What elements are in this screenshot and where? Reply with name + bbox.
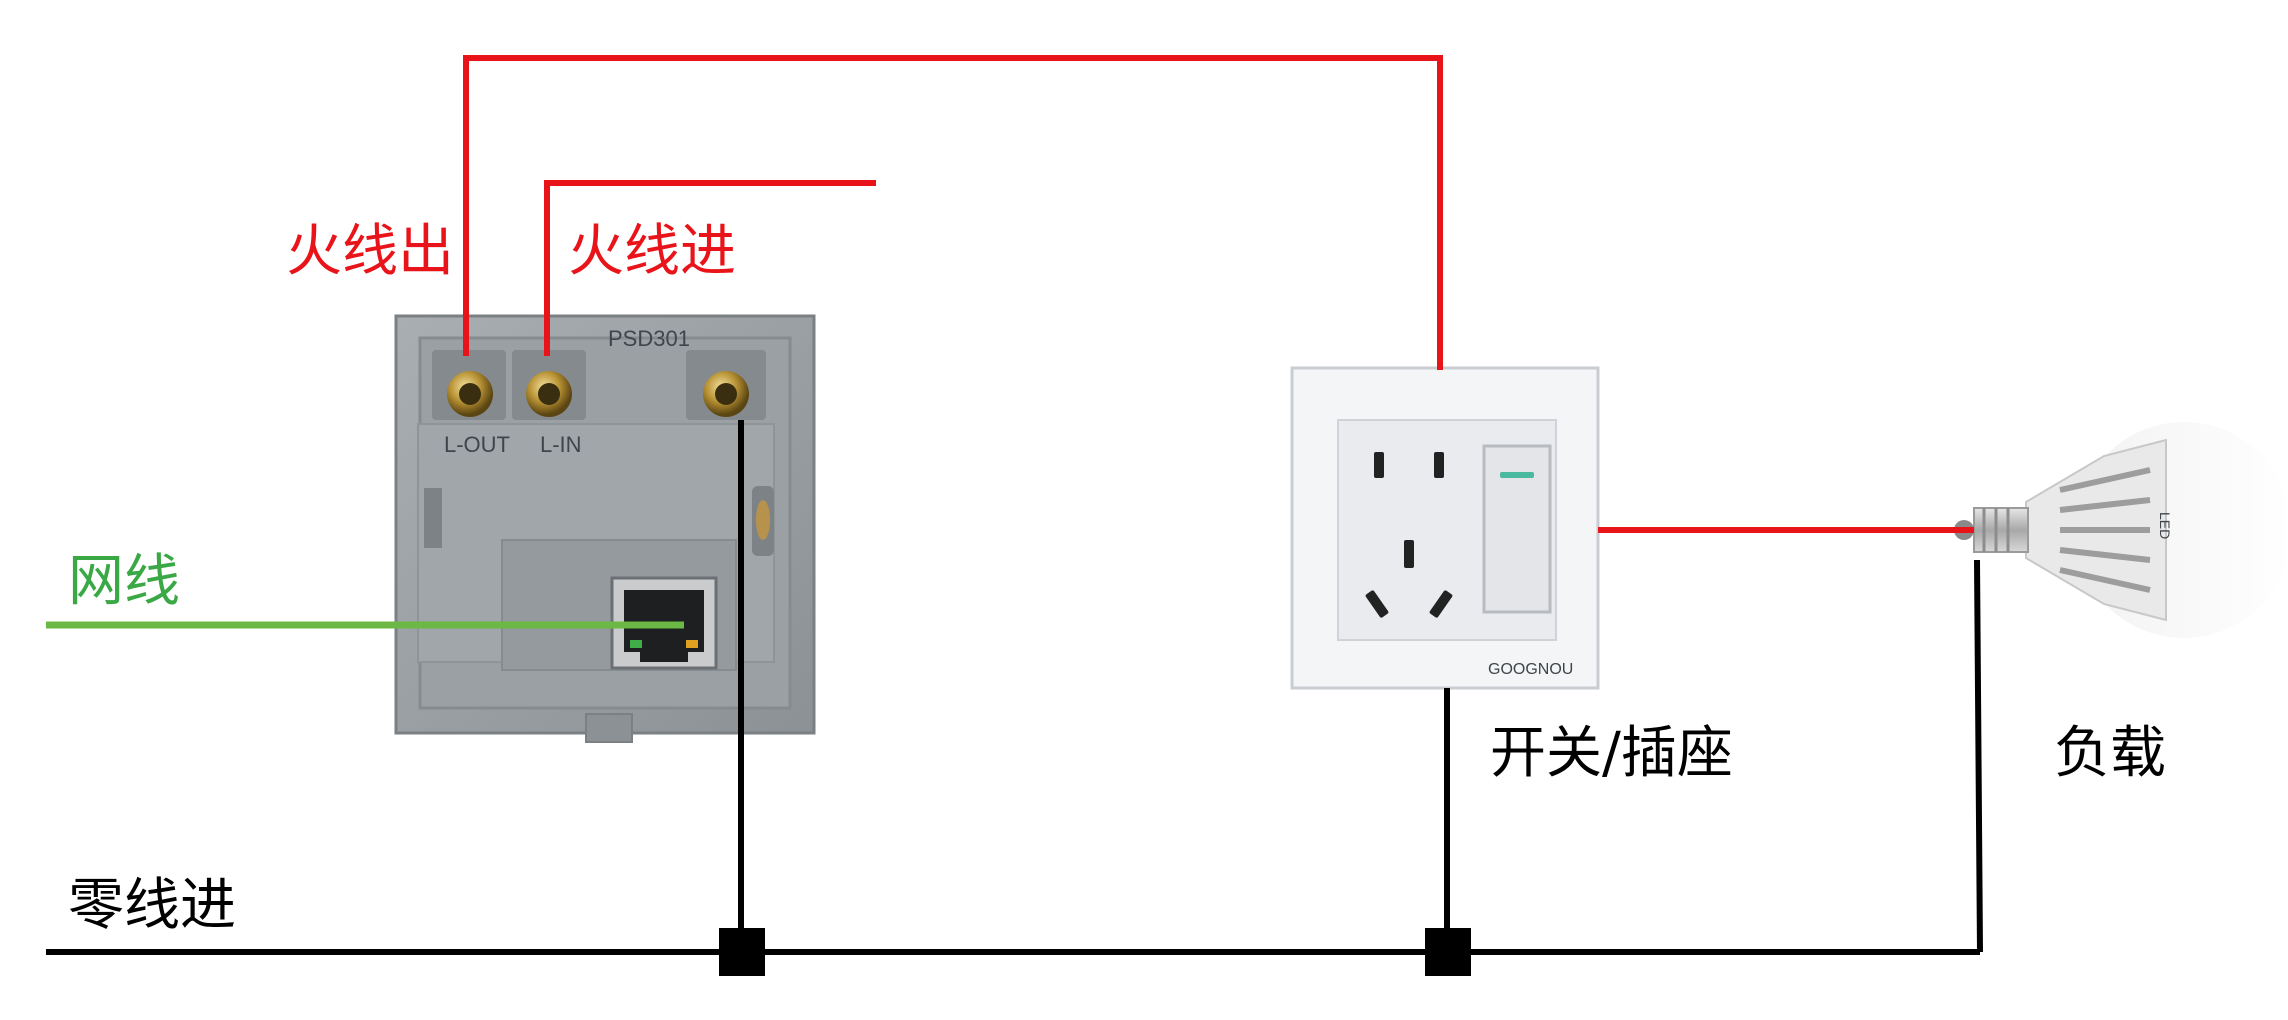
neutral-load-wire	[1974, 559, 1983, 953]
status-led	[756, 500, 770, 540]
terminal-screw-out	[447, 371, 493, 417]
label-live-in: 火线进	[568, 219, 736, 284]
terminal-out-label: L-OUT	[444, 432, 510, 457]
bottom-tab	[585, 713, 633, 743]
label-switch-socket: 开关/插座	[1490, 721, 1733, 786]
socket-hole-2pin-right	[1434, 452, 1444, 478]
socket-hole-3pin-earth	[1404, 540, 1414, 568]
smart-module: PSD301 L-OUT L-IN	[394, 314, 816, 743]
terminal-in-label: L-IN	[540, 432, 582, 457]
bulb-heatsink-fins	[2059, 467, 2151, 593]
switch-indicator	[1500, 472, 1534, 478]
socket-brand: GOOGNOU	[1488, 661, 1573, 678]
socket-hole-2pin-left	[1374, 452, 1384, 478]
terminal-screw-in	[526, 371, 572, 417]
label-load: 负载	[2054, 721, 2166, 786]
side-clip-left	[424, 488, 442, 548]
socket-hole-3pin-left	[1365, 590, 1389, 618]
model-label: PSD301	[608, 326, 690, 351]
terminal-screw-neutral	[703, 371, 749, 417]
rocker-switch	[1482, 444, 1552, 614]
label-network: 网线	[68, 549, 180, 614]
live-out-wire	[463, 55, 1443, 370]
neutral-junction-1	[719, 928, 765, 976]
led-bulb: LED	[1954, 422, 2288, 638]
label-live-out: 火线出	[286, 219, 454, 284]
neutral-junction-2	[1425, 928, 1471, 976]
bulb-thread	[1982, 508, 2010, 552]
bulb-marking: LED	[2157, 512, 2173, 539]
label-neutral-in: 零线进	[68, 873, 236, 938]
bulb-base	[1973, 507, 2029, 553]
socket-hole-3pin-right	[1429, 590, 1453, 618]
live-in-wire	[544, 180, 876, 356]
switch-socket-device: GOOGNOU	[1290, 366, 1600, 690]
